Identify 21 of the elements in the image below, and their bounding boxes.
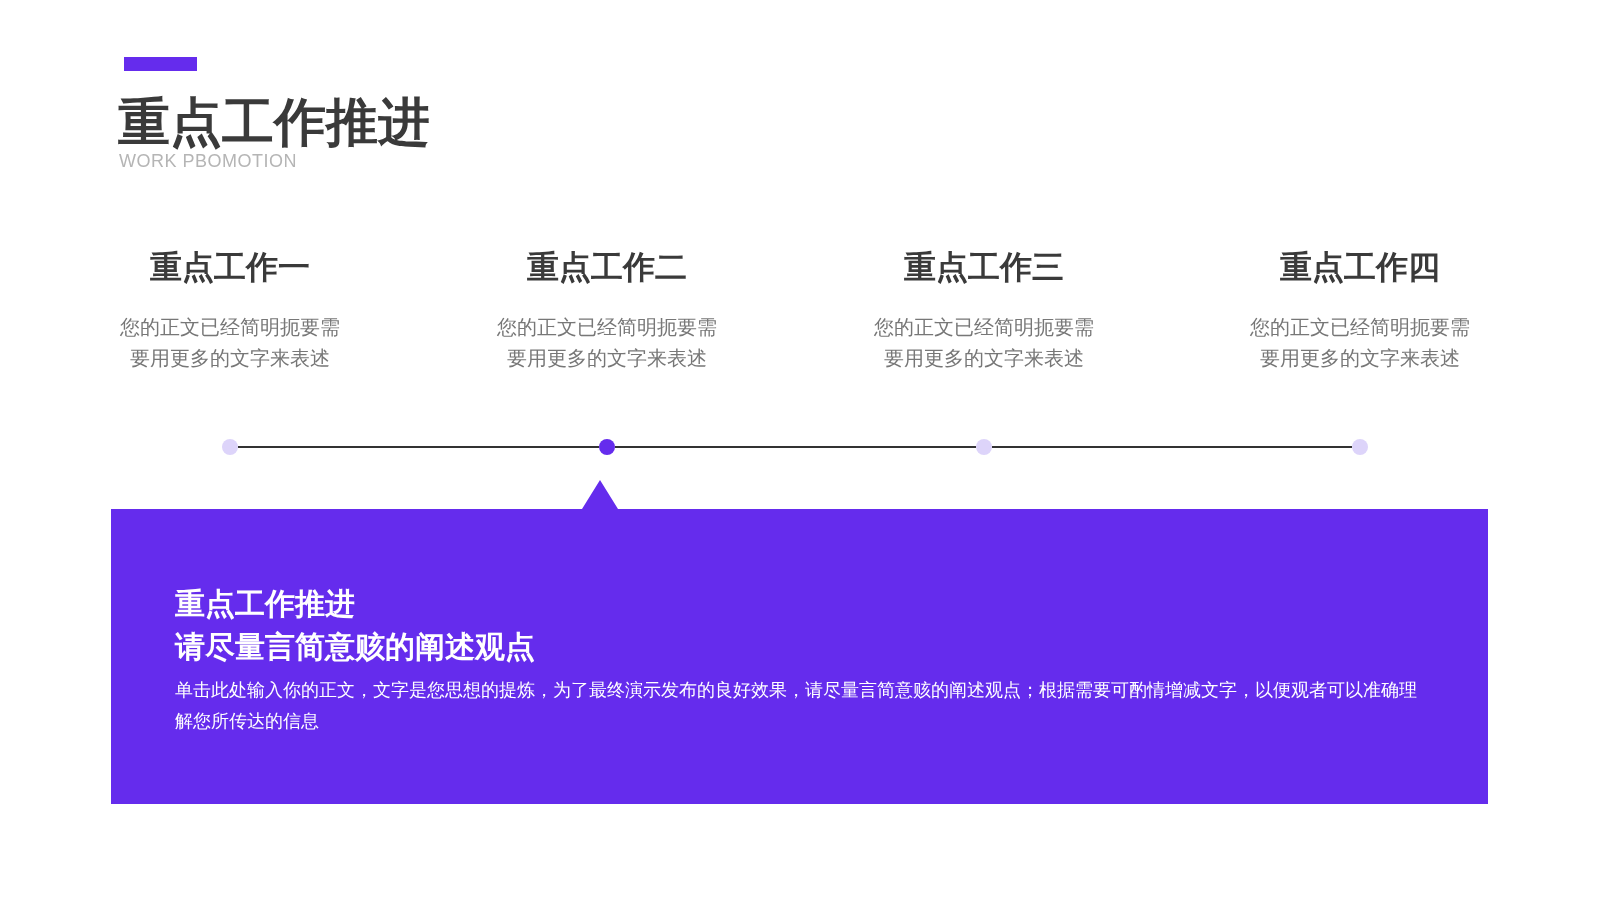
timeline-dot <box>976 439 992 455</box>
panel-heading: 重点工作推进 <box>175 586 356 622</box>
item-description: 您的正文已经简明扼要需要用更多的文字来表述 <box>873 315 1095 373</box>
item-heading: 重点工作四 <box>1279 248 1441 287</box>
item-heading: 重点工作三 <box>903 248 1065 287</box>
item-description: 您的正文已经简明扼要需要用更多的文字来表述 <box>1249 315 1471 373</box>
panel-heading: 请尽量言简意赅的阐述观点 <box>175 629 536 665</box>
timeline-line <box>614 446 977 448</box>
timeline-line <box>237 446 600 448</box>
item-heading: 重点工作二 <box>526 248 688 287</box>
content-panel <box>111 480 1488 804</box>
subtitle: WORK PBOMOTION <box>119 151 297 172</box>
item-heading: 重点工作一 <box>149 248 311 287</box>
timeline-dot <box>599 439 615 455</box>
item-description: 您的正文已经简明扼要需要用更多的文字来表述 <box>119 315 341 373</box>
panel-body-text: 单击此处输入你的正文，文字是您思想的提炼，为了最终演示发布的良好效果，请尽量言简意赅的阐述观点；根据需要可酌情增减文字，以便观者可以准确理解您所传达的信息 <box>175 678 1418 733</box>
timeline-line <box>991 446 1353 448</box>
timeline-dot <box>1352 439 1368 455</box>
item-description: 您的正文已经简明扼要需要用更多的文字来表述 <box>496 315 718 373</box>
title: 重点工作推进 <box>118 91 430 154</box>
timeline-dot <box>222 439 238 455</box>
